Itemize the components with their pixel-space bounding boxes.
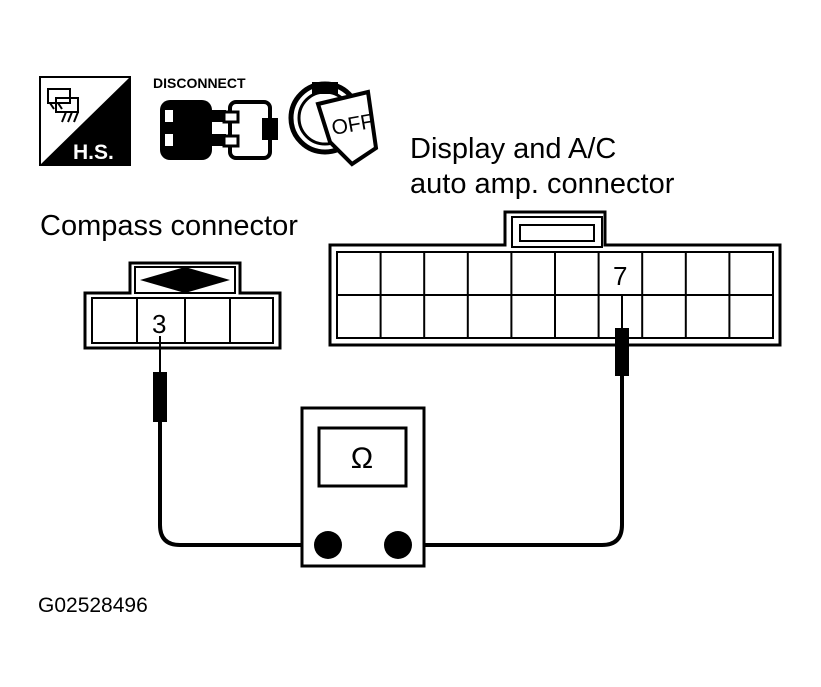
ohmmeter-left-terminal [314, 531, 342, 559]
right-test-lead-wire [410, 375, 624, 547]
left-probe [153, 336, 167, 422]
right-probe [615, 295, 629, 376]
display-connector-label-line1: Display and A/C [410, 133, 616, 165]
display-lock-tab [519, 224, 595, 242]
harness-icon-label: H.S. [73, 141, 114, 164]
connector-female-icon [160, 100, 226, 160]
ohmmeter-display [317, 426, 408, 488]
compass-connector: 3 [83, 261, 282, 350]
ohmmeter-right-terminal [384, 531, 412, 559]
compass-pin-label: 3 [152, 309, 166, 339]
display-connector: 7 [328, 210, 782, 347]
ohmmeter: Ω [300, 406, 426, 568]
ignition-switch-icon: OFF [288, 81, 379, 167]
ohm-symbol: Ω [351, 442, 373, 475]
harness-icon: H.S. [39, 76, 131, 166]
left-test-lead-wire [158, 420, 312, 547]
connector-male-icon [222, 100, 278, 160]
compass-lock-tab [140, 267, 230, 293]
figure-code: G02528496 [38, 594, 148, 617]
display-connector-label-line2: auto amp. connector [410, 168, 675, 200]
disconnect-icon: DISCONNECT [153, 75, 278, 160]
display-pin-label: 7 [613, 261, 627, 291]
compass-connector-label: Compass connector [40, 210, 298, 242]
disconnect-icon-label: DISCONNECT [153, 75, 246, 91]
